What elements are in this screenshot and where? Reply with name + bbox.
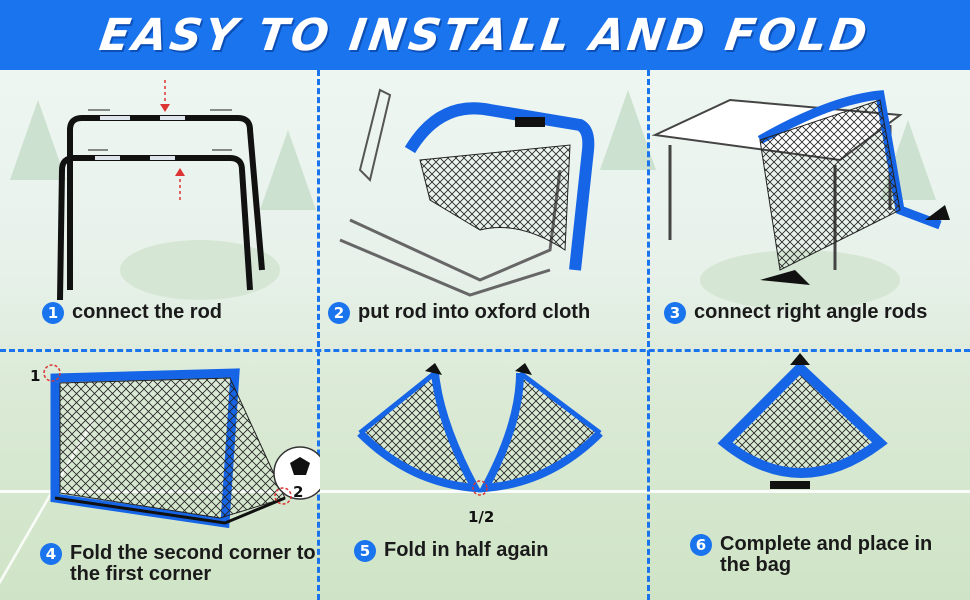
header-banner: EASY TO INSTALL AND FOLD: [0, 0, 970, 70]
step-4-panel: 1 2 4 Fold the second corner to the firs…: [0, 353, 320, 600]
fold-corner-illustration: [43, 364, 320, 529]
step-6-panel: 6 Complete and place in the bag: [650, 353, 970, 600]
step-5-panel: 1/2 5 Fold in half again: [320, 353, 640, 600]
step-1-badge: 1: [42, 302, 64, 324]
corner-label-1: 1: [30, 367, 41, 385]
step-1-text: connect the rod: [72, 301, 223, 323]
folded-complete-illustration: [717, 353, 888, 489]
step-5-caption: 5 Fold in half again: [354, 540, 624, 562]
step-3-caption: 3 connect right angle rods: [664, 302, 969, 324]
column-divider: [647, 70, 650, 600]
instruction-grid: 1 connect the rod 2 put rod into oxford …: [0, 70, 970, 600]
step-3-badge: 3: [664, 302, 686, 324]
step-2-caption: 2 put rod into oxford cloth: [328, 302, 633, 324]
step-6-badge: 6: [690, 534, 712, 556]
column-divider: [317, 70, 320, 600]
page-title: EASY TO INSTALL AND FOLD: [96, 9, 874, 61]
row-divider: [0, 349, 970, 352]
step-5-text: Fold in half again: [384, 539, 549, 561]
background-tree: [260, 130, 316, 210]
step-2-badge: 2: [328, 302, 350, 324]
background-bush: [120, 240, 280, 300]
step-3-text: connect right angle rods: [694, 301, 928, 323]
background-tree: [10, 100, 66, 180]
step-2-panel: 2 put rod into oxford cloth: [320, 70, 640, 335]
corner-label-2: 2: [293, 483, 304, 501]
fold-half-label: 1/2: [468, 508, 495, 526]
step-1-panel: 1 connect the rod: [0, 70, 320, 335]
step-1-caption: 1 connect the rod: [42, 302, 312, 324]
fold-half-illustration: [357, 363, 603, 496]
step-6-text: Complete and place in the bag: [720, 533, 933, 576]
step-4-text: Fold the second corner to the first corn…: [70, 542, 316, 585]
background-tree: [600, 90, 656, 170]
step-6-caption: 6 Complete and place in the bag: [690, 534, 960, 576]
step-3-panel: 3 connect right angle rods: [650, 70, 970, 335]
oxford-cloth-illustration: [339, 88, 595, 297]
rod-assembly-illustration: [57, 80, 265, 300]
step-4-caption: 4 Fold the second corner to the first co…: [40, 543, 318, 585]
step-5-badge: 5: [354, 540, 376, 562]
right-angle-rods-illustration: [651, 90, 950, 285]
step-2-text: put rod into oxford cloth: [358, 301, 591, 323]
step-4-badge: 4: [40, 543, 62, 565]
